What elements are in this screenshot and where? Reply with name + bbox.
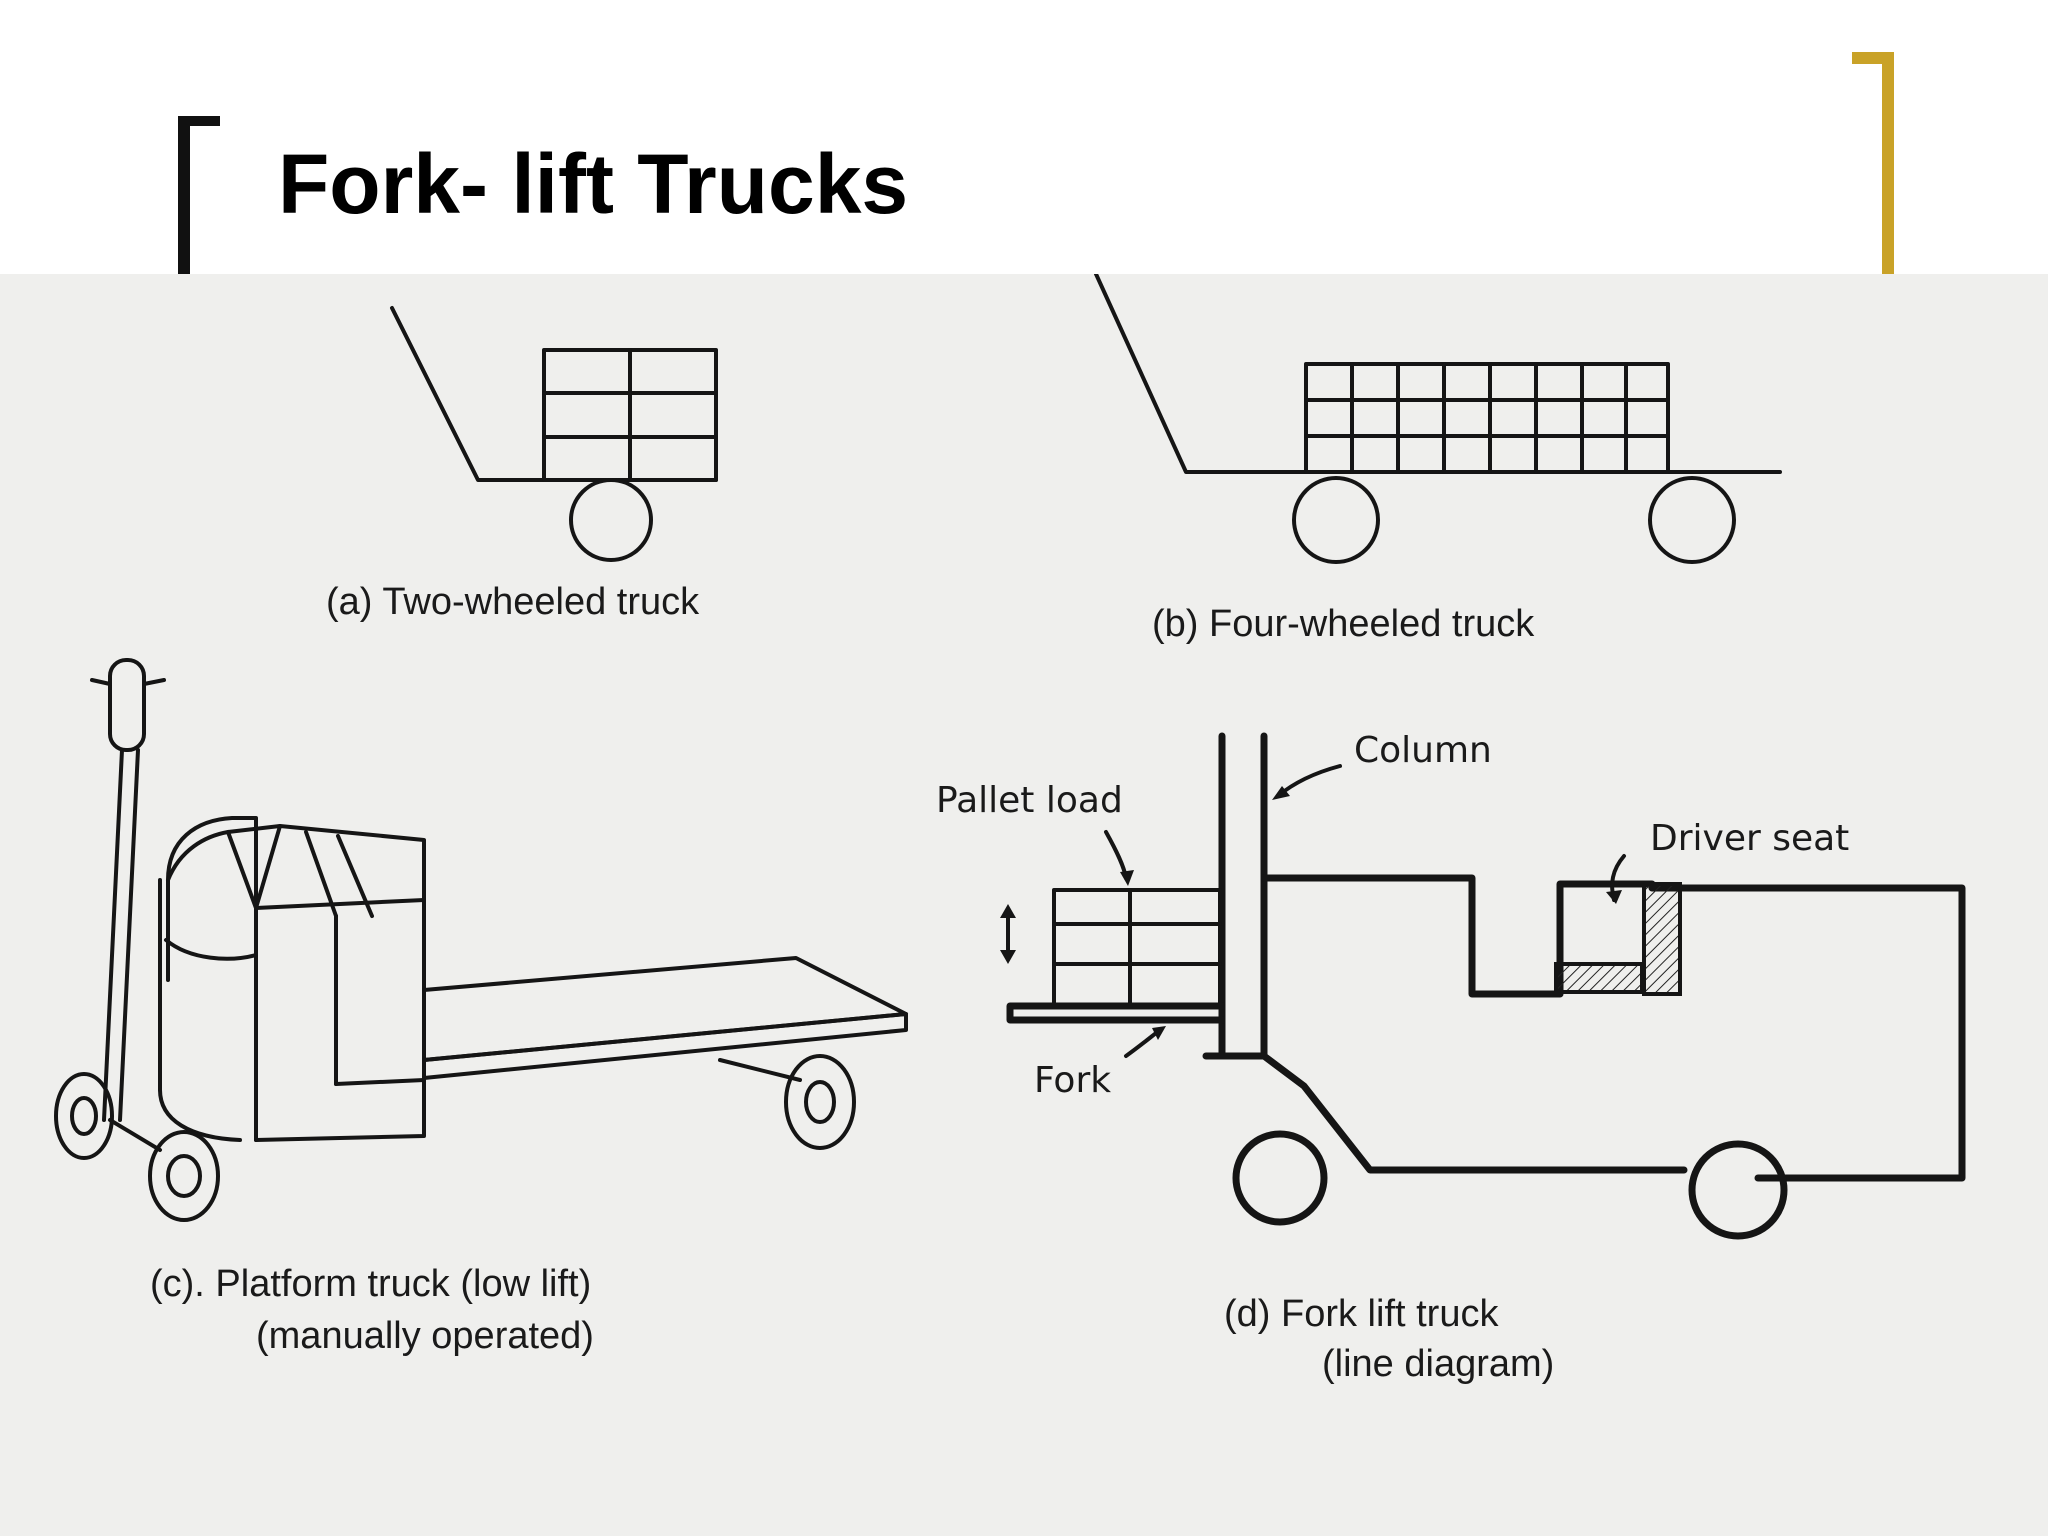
caption-fork-lift-truck-line1: (d) Fork lift truck — [1224, 1293, 1499, 1335]
label-pallet-load: Pallet load — [936, 780, 1123, 821]
platform-truck-drawing — [54, 658, 908, 1222]
label-column: Column — [1354, 730, 1492, 771]
slide-title: Fork- lift Trucks — [278, 137, 909, 231]
two-wheeled-truck-drawing — [390, 306, 718, 562]
caption-platform-truck-line1: (c). Platform truck (low lift) — [150, 1263, 591, 1305]
caption-four-wheeled-truck: (b) Four-wheeled truck — [1152, 603, 1535, 645]
caption-two-wheeled-truck: (a) Two-wheeled truck — [326, 581, 700, 623]
label-fork: Fork — [1034, 1060, 1111, 1101]
caption-fork-lift-truck-line2: (line diagram) — [1322, 1343, 1554, 1385]
caption-platform-truck-line2: (manually operated) — [256, 1315, 594, 1357]
truck-diagrams: (a) Two-wheeled truck (b) Four-wheeled t… — [54, 274, 1966, 1385]
four-wheeled-truck-drawing — [1094, 274, 1782, 564]
scanned-figure: (a) Two-wheeled truck (b) Four-wheeled t… — [0, 274, 2048, 1536]
left-bracket-accent — [178, 116, 220, 274]
right-bracket-accent — [1852, 52, 1894, 276]
fork-lift-truck-drawing — [1000, 732, 1966, 1240]
label-driver-seat: Driver seat — [1650, 818, 1849, 859]
